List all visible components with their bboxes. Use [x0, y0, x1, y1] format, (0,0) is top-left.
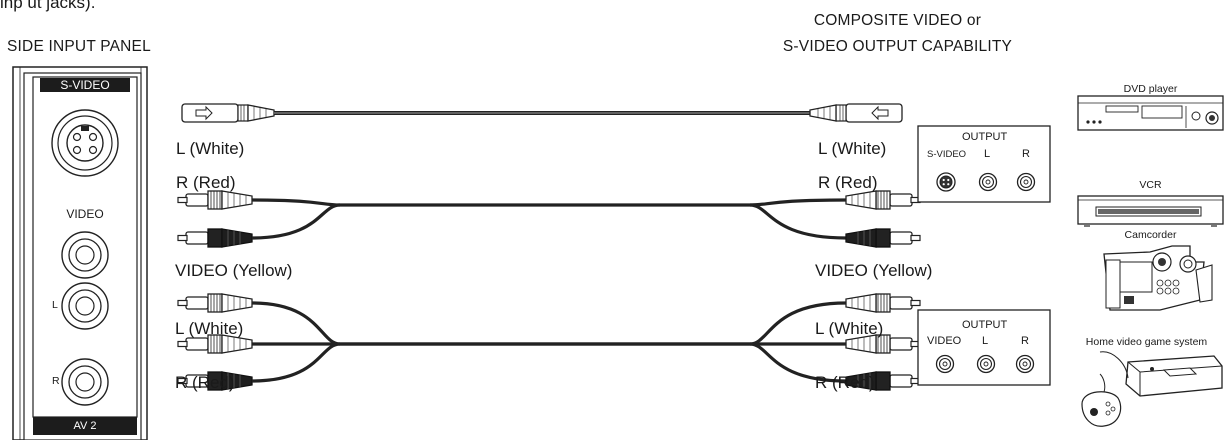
output-box-1-r-label: R [1022, 148, 1030, 160]
camcorder-icon [1103, 245, 1213, 311]
top-left-r-red-label: R (Red) [176, 173, 236, 192]
side-input-panel [12, 66, 148, 440]
bottom-right-r-red-label: R (Red) [815, 373, 875, 392]
output-box-2-l-label: L [982, 335, 989, 347]
output-box-2-title: OUTPUT [962, 319, 1008, 331]
camcorder-label: Camcorder [1124, 229, 1177, 241]
top-fragment-text: inp ut jacks). [0, 0, 96, 12]
vcr-label: VCR [1139, 179, 1162, 191]
output-box-2-r-label: R [1021, 335, 1029, 347]
side-video-label: VIDEO [66, 207, 104, 221]
output-box-1-l-label: L [984, 148, 991, 160]
game-console-icon [1081, 351, 1223, 427]
side-svideo-jack [51, 109, 119, 177]
top-audio-cable [177, 190, 920, 248]
bottom-left-video-yellow-label: VIDEO (Yellow) [175, 261, 293, 280]
dvd-player-label: DVD player [1123, 83, 1178, 95]
vcr-icon [1077, 195, 1224, 227]
output-capability-line2: S-VIDEO OUTPUT CAPABILITY [782, 38, 1013, 55]
dvd-player-icon [1077, 95, 1224, 131]
bottom-left-r-red-label: R (Red) [175, 373, 235, 392]
svideo-cable [181, 103, 903, 123]
side-l-jack [61, 282, 109, 330]
bottom-right-l-white-label: L (White) [815, 319, 884, 338]
top-left-l-white-label: L (White) [176, 139, 245, 158]
output-box-composite [917, 309, 1051, 386]
output-box-2-video-label: VIDEO [927, 335, 962, 347]
side-r-label: R [52, 375, 60, 387]
game-system-label: Home video game system [1085, 336, 1208, 348]
bottom-right-video-yellow-label: VIDEO (Yellow) [815, 261, 933, 280]
output-box-1-title: OUTPUT [962, 131, 1008, 143]
side-r-jack [61, 358, 109, 406]
side-svideo-label: S-VIDEO [60, 78, 110, 92]
side-l-label: L [52, 299, 58, 311]
bottom-left-l-white-label: L (White) [175, 319, 244, 338]
output-capability-line1: COMPOSITE VIDEO or [813, 12, 982, 29]
output-box-svideo [917, 125, 1051, 203]
output-box-1-svideo-label: S-VIDEO [927, 149, 967, 160]
side-video-jack [61, 231, 109, 279]
side-input-panel-title: SIDE INPUT PANEL [7, 38, 151, 55]
bottom-av-cable [177, 293, 920, 391]
top-right-l-white-label: L (White) [818, 139, 887, 158]
top-right-r-red-label: R (Red) [818, 173, 878, 192]
side-av2-label: AV 2 [33, 417, 137, 435]
